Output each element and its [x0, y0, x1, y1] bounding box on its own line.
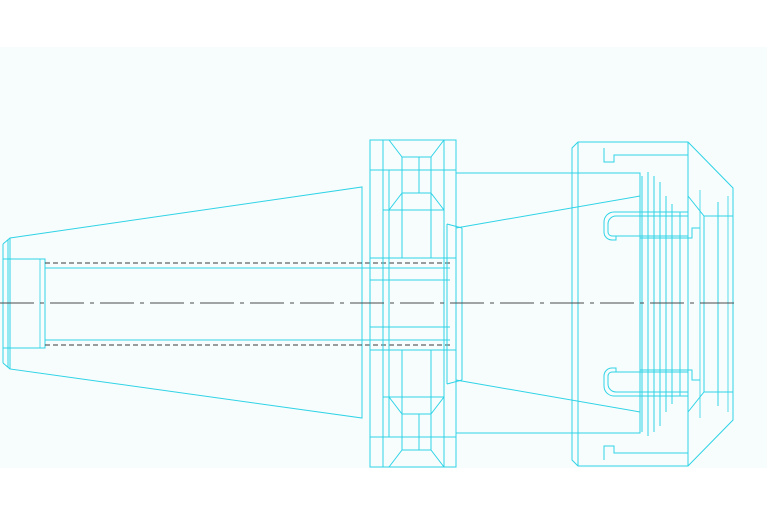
- taper-shank: [2, 186, 363, 419]
- collet-slots: [603, 211, 700, 397]
- collet-nut: [571, 141, 734, 467]
